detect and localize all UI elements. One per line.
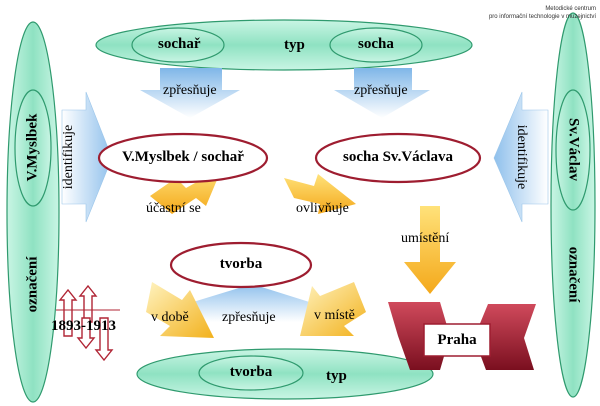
at-time-label: v době [151,310,189,325]
participates-label: účastní se [146,201,201,216]
at-time-arrow [146,282,214,338]
top-type-label: typ [284,37,305,53]
influences-arrow [284,174,356,214]
years-label: 1893-1913 [51,318,116,334]
bottom-creation-label: tvorba [229,364,273,380]
bottom-type-label: typ [326,368,347,384]
statue-node-label: socha Sv.Václava [342,149,453,165]
statue-type-ellipse [329,27,423,63]
vaclav-designation-ellipse [555,89,591,211]
refine-left-label: zpřesňuje [163,83,217,98]
statue-node-ellipse [314,132,482,184]
refine-right-label: zpřesňuje [354,83,408,98]
credit-line-1: Metodické centrum [545,6,596,12]
refine-right-arrow [334,68,430,118]
top-statue-label: socha [358,36,394,52]
right-name-label: Sv.Václav [565,118,582,181]
credit-line-2: pro informační technologie v muzejnictví [488,14,596,20]
placement-label: umístění [401,231,450,246]
placement-arrow [404,206,456,294]
identifies-right-arrow [493,91,549,223]
left-designation-band [6,21,60,403]
identifies-left-label: identifikuje [61,124,76,190]
sculptor-type-ellipse [131,27,225,63]
timeline-arrows [58,284,114,362]
influences-label: ovlivňuje [296,201,349,216]
place-label: Praha [437,332,477,348]
sculptor-node-ellipse [97,132,269,184]
refine-bottom-label: zpřesňuje [222,310,276,325]
at-place-arrow [300,282,366,336]
identifies-right-label: identifikuje [514,124,529,190]
refine-left-arrow [140,68,240,118]
myslbek-designation-ellipse [14,89,52,207]
right-designation-label: označení [565,246,582,303]
at-place-label: v místě [314,308,355,323]
left-designation-label: označení [24,256,41,313]
identifies-left-arrow [61,91,113,223]
creation-type-ellipse [198,355,304,391]
top-sculptor-label: sochař [158,36,201,52]
credit-text: Metodické centrum pro informační technol… [440,5,596,21]
creation-node-ellipse [169,241,313,289]
left-name-label: V.Myslbek [24,113,41,182]
sculptor-node-label: V.Myslbek / sochař [122,149,244,165]
place-box [423,323,491,357]
refine-bottom-arrow [180,284,322,322]
creation-node-label: tvorba [219,256,263,272]
